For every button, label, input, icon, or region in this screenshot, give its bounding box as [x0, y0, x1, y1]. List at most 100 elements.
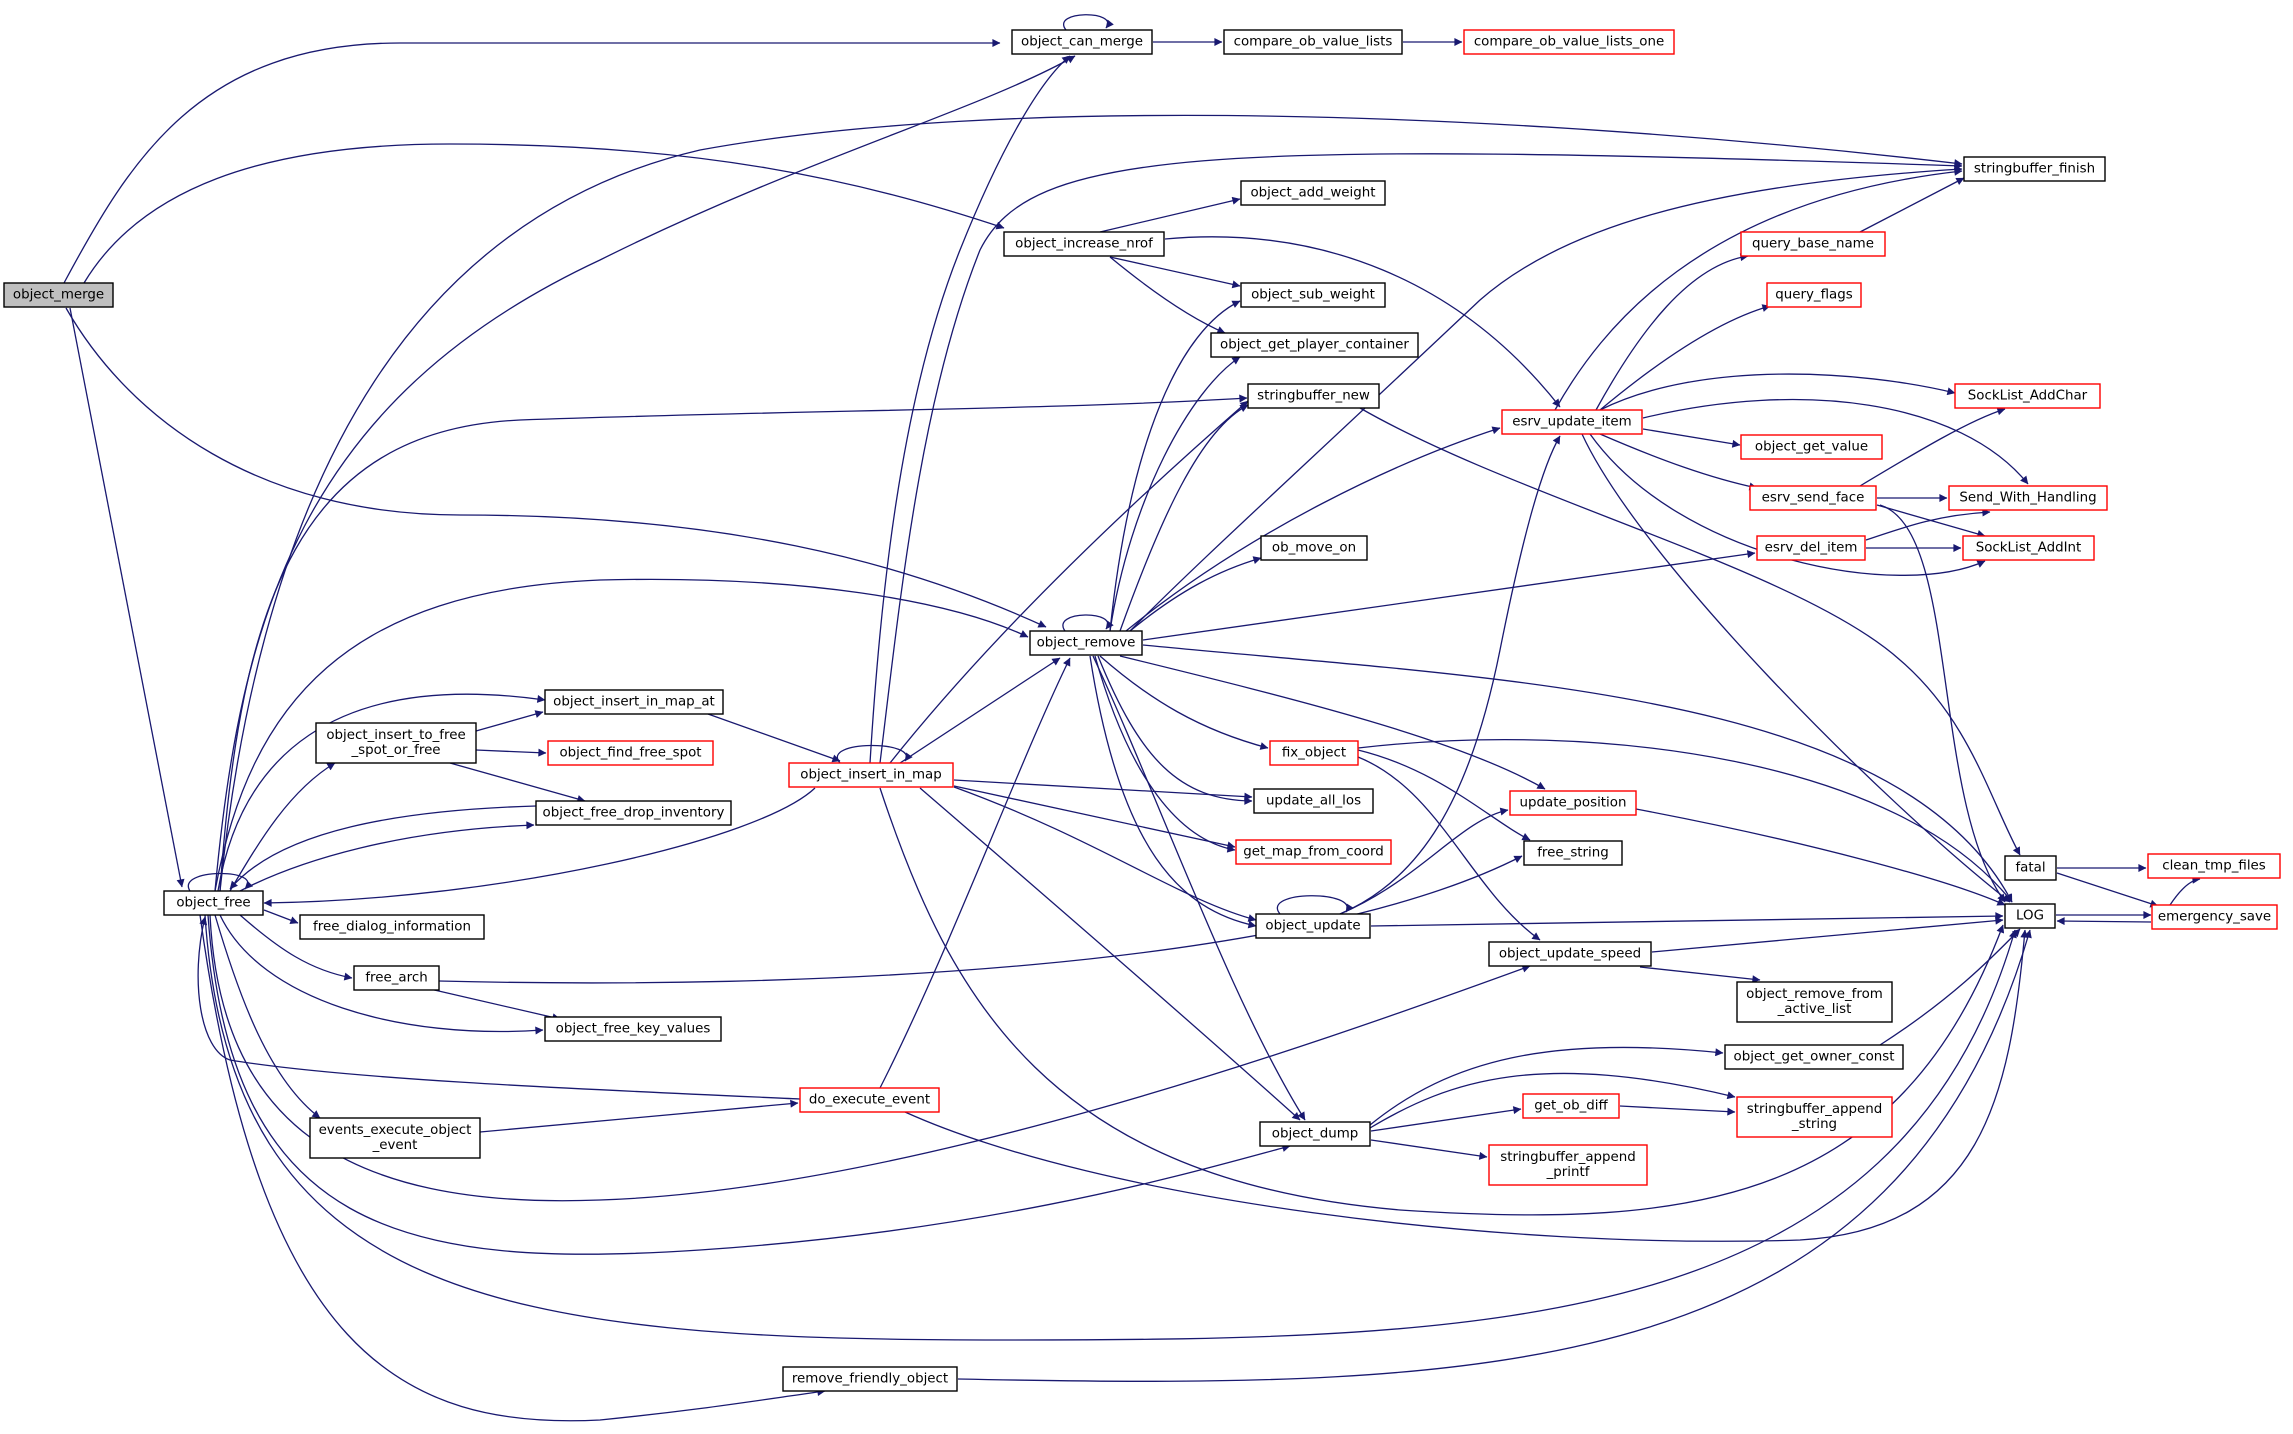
- node-box: [1736, 981, 1893, 1023]
- edge-object-free-drop-inventory-to-object-free: [229, 805, 537, 890]
- node-compare-ob-value-lists-one[interactable]: compare_ob_value_lists_one: [1463, 29, 1675, 55]
- edge-object-remove-to-object-update: [1089, 655, 1257, 929]
- node-object-add-weight[interactable]: object_add_weight: [1240, 180, 1386, 206]
- node-fix-object[interactable]: fix_object: [1269, 740, 1359, 766]
- node-free-string[interactable]: free_string: [1523, 840, 1623, 866]
- node-label: stringbuffer_new: [1257, 389, 1370, 404]
- node-stringbuffer-new[interactable]: stringbuffer_new: [1247, 383, 1380, 409]
- node-object-free-key-values[interactable]: object_free_key_values: [544, 1016, 722, 1042]
- edge-get-ob-diff-to-stringbuffer-append-string: [1619, 1105, 1736, 1116]
- node-object-update-speed[interactable]: object_update_speed: [1488, 941, 1652, 967]
- edge-esrv-update-item-to-esrv-send-face: [1599, 433, 1758, 491]
- node-object-dump[interactable]: object_dump: [1259, 1121, 1371, 1147]
- node-label: stringbuffer_append: [1500, 1150, 1636, 1165]
- node-emergency-save[interactable]: emergency_save: [2151, 904, 2278, 930]
- edge-object-dump-to-object-get-owner-const: [1369, 1046, 1724, 1126]
- node-remove-friendly-object[interactable]: remove_friendly_object: [782, 1366, 958, 1392]
- node-object-sub-weight[interactable]: object_sub_weight: [1240, 282, 1386, 308]
- node-query-flags[interactable]: query_flags: [1766, 282, 1862, 308]
- node-free-dialog-information[interactable]: free_dialog_information: [299, 914, 485, 940]
- edge-object-insert-in-map-at-to-object-insert-in-map: [707, 713, 841, 763]
- node-label: update_position: [1520, 796, 1627, 811]
- edge-object-update-speed-to-log: [1651, 916, 2004, 953]
- node-do-execute-event[interactable]: do_execute_event: [799, 1087, 940, 1113]
- edge-esrv-update-item-to-socklist-addchar: [1599, 373, 1956, 411]
- node-fatal[interactable]: fatal: [2004, 855, 2057, 881]
- node-object-insert-to-free-spot-or-free[interactable]: object_insert_to_free_spot_or_free: [315, 722, 477, 764]
- nodes-layer: object_merge object_can_merge compare_ob_v…: [3, 29, 2281, 1392]
- edge-update-position-to-log: [1635, 808, 2006, 906]
- node-box: [799, 1087, 940, 1113]
- node-socklist-addchar[interactable]: SockList_AddChar: [1954, 383, 2101, 409]
- edge-object-free-to-object-free-drop-inventory: [239, 821, 535, 892]
- node-get-ob-diff[interactable]: get_ob_diff: [1522, 1093, 1620, 1119]
- edge-query-base-name-to-stringbuffer-finish: [1859, 177, 1965, 233]
- node-compare-ob-value-lists[interactable]: compare_ob_value_lists: [1223, 29, 1403, 55]
- node-stringbuffer-append-string[interactable]: stringbuffer_append_string: [1736, 1096, 1893, 1138]
- edge-object-remove-to-object-dump: [1092, 655, 1306, 1121]
- node-object-insert-in-map-at[interactable]: object_insert_in_map_at: [544, 689, 724, 715]
- node-label: object_free_drop_inventory: [543, 806, 725, 821]
- node-label: object_get_value: [1755, 440, 1868, 455]
- edge-do-execute-event-to-object-remove: [879, 657, 1071, 1089]
- edge-object-insert-in-map-to-stringbuffer-finish: [879, 153, 1963, 764]
- edge-object-free-to-log: [204, 914, 2017, 1341]
- edge-object-update-to-object-update: [1276, 895, 1354, 915]
- node-object-find-free-spot[interactable]: object_find_free_spot: [547, 740, 714, 766]
- edge-esrv-send-face-to-socklist-addchar: [1859, 407, 2006, 487]
- node-object-get-owner-const[interactable]: object_get_owner_const: [1724, 1044, 1904, 1070]
- edge-do-execute-event-to-log: [904, 929, 2029, 1242]
- node-label: esrv_del_item: [1765, 541, 1858, 556]
- node-box: [1247, 383, 1380, 409]
- node-object-merge[interactable]: object_merge: [3, 282, 114, 308]
- node-box: [1756, 535, 1866, 561]
- node-object-get-player-container[interactable]: object_get_player_container: [1210, 332, 1419, 358]
- node-object-get-value[interactable]: object_get_value: [1740, 434, 1883, 460]
- node-ob-move-on[interactable]: ob_move_on: [1260, 535, 1368, 561]
- node-label: fix_object: [1282, 746, 1346, 761]
- edge-object-remove-to-stringbuffer-new: [1119, 404, 1249, 632]
- node-stringbuffer-finish[interactable]: stringbuffer_finish: [1963, 156, 2106, 182]
- node-label: compare_ob_value_lists_one: [1474, 35, 1664, 50]
- node-object-remove-from-active-list[interactable]: object_remove_from_active_list: [1736, 981, 1893, 1023]
- node-update-all-los[interactable]: update_all_los: [1253, 788, 1374, 814]
- node-object-insert-in-map[interactable]: object_insert_in_map: [788, 762, 954, 788]
- node-query-base-name[interactable]: query_base_name: [1740, 231, 1886, 257]
- node-object-free-drop-inventory[interactable]: object_free_drop_inventory: [535, 800, 732, 826]
- node-clean-tmp-files[interactable]: clean_tmp_files: [2147, 853, 2281, 879]
- node-box: [1240, 282, 1386, 308]
- node-events-execute-object-event[interactable]: events_execute_object_event: [309, 1117, 481, 1159]
- node-box: [535, 800, 732, 826]
- node-label: emergency_save: [2158, 910, 2271, 925]
- node-box: [544, 689, 724, 715]
- node-stringbuffer-append-printf[interactable]: stringbuffer_append_printf: [1488, 1144, 1648, 1186]
- node-label: do_execute_event: [809, 1093, 930, 1108]
- node-get-map-from-coord[interactable]: get_map_from_coord: [1235, 839, 1392, 865]
- edge-esrv-update-item-to-query-base-name: [1595, 253, 1749, 411]
- node-free-arch[interactable]: free_arch: [353, 965, 440, 991]
- node-object-increase-nrof[interactable]: object_increase_nrof: [1003, 231, 1165, 257]
- node-esrv-del-item[interactable]: esrv_del_item: [1756, 535, 1866, 561]
- node-log[interactable]: LOG: [2004, 903, 2056, 929]
- node-esrv-send-face[interactable]: esrv_send_face: [1749, 485, 1877, 511]
- node-box: [1223, 29, 1403, 55]
- node-label: SockList_AddChar: [1968, 389, 2088, 404]
- edge-object-remove-to-object-sub-weight: [1109, 300, 1241, 632]
- node-label: clean_tmp_files: [2162, 859, 2266, 874]
- edge-object-dump-to-get-ob-diff: [1370, 1106, 1522, 1132]
- edge-object-free-to-object-update-speed: [209, 914, 1531, 1202]
- node-box: [2151, 904, 2278, 930]
- node-socklist-addint[interactable]: SockList_AddInt: [1962, 535, 2095, 561]
- node-object-remove[interactable]: object_remove: [1029, 630, 1143, 656]
- node-object-can-merge[interactable]: object_can_merge: [1011, 29, 1153, 55]
- node-box: [1954, 383, 2101, 409]
- node-label: get_map_from_coord: [1243, 845, 1384, 860]
- edge-object-insert-in-map-to-object-can-merge: [869, 55, 1071, 764]
- node-box: [1253, 788, 1374, 814]
- node-object-update[interactable]: object_update: [1255, 913, 1371, 939]
- edge-object-remove-to-get-map-from-coord: [1094, 655, 1236, 853]
- node-send-with-handling[interactable]: Send_With_Handling: [1948, 485, 2108, 511]
- node-esrv-update-item[interactable]: esrv_update_item: [1501, 409, 1643, 435]
- node-object-free[interactable]: object_free: [163, 890, 264, 916]
- node-update-position[interactable]: update_position: [1509, 790, 1637, 816]
